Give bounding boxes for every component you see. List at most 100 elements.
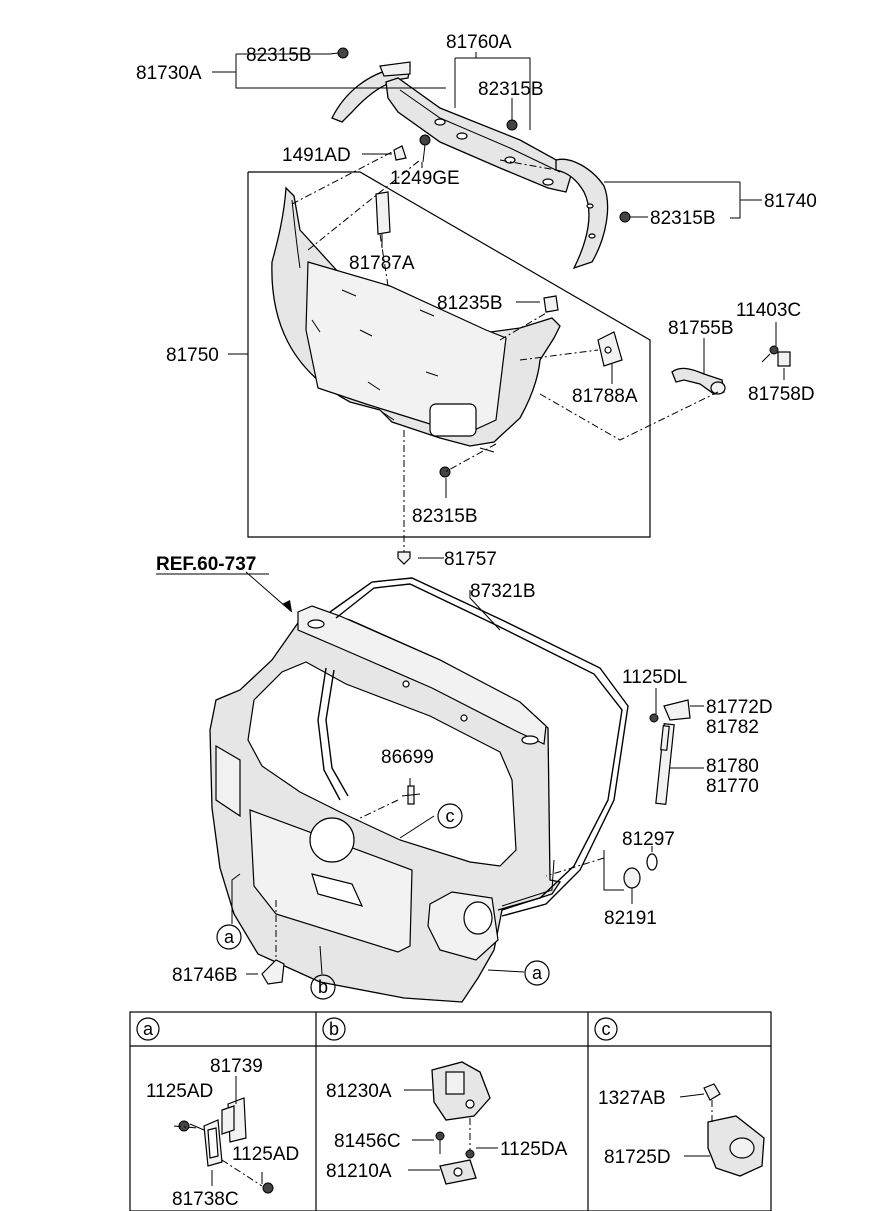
dashline-upper-1 — [291, 151, 393, 205]
label-81755B: 81755B — [668, 318, 734, 339]
label-82315B-lower: 82315B — [412, 506, 478, 527]
section-header-a: a — [136, 1017, 160, 1041]
weatherstrip-87321B — [317, 577, 629, 917]
clip-82315B-top — [337, 47, 349, 59]
svg-text:a: a — [143, 1019, 154, 1039]
arrow-ref — [282, 600, 292, 612]
clip-82315B-upper — [506, 119, 518, 131]
label-82191: 82191 — [604, 908, 657, 929]
svg-text:b: b — [318, 977, 328, 997]
label-11403C: 11403C — [736, 300, 801, 321]
bolt-1125AD-lower — [262, 1182, 274, 1194]
dashline-upper-5 — [519, 349, 599, 361]
label-81760A: 81760A — [446, 32, 512, 53]
label-81739: 81739 — [210, 1056, 263, 1077]
section-b-leaders — [404, 1089, 498, 1171]
stud-86699 — [401, 785, 421, 805]
section-c-leaders — [679, 1093, 713, 1157]
section-a-leaders — [173, 1076, 263, 1187]
label-81746B: 81746B — [172, 965, 238, 986]
section-header-c: c — [594, 1017, 618, 1041]
label-81788A: 81788A — [572, 386, 638, 407]
label-1125DL: 1125DL — [622, 667, 687, 688]
label-82315B-right: 82315B — [650, 208, 716, 229]
svg-text:a: a — [224, 927, 235, 947]
hinge-81738C — [203, 1119, 223, 1167]
section-header-b: b — [322, 1017, 346, 1041]
cover-81788A — [597, 331, 623, 367]
label-81780: 81780 — [706, 756, 759, 777]
label-82315B-top: 82315B — [246, 45, 312, 66]
bumper-81725D — [707, 1115, 765, 1177]
latch-81230A — [431, 1061, 491, 1121]
callout-a-right: a — [524, 960, 550, 986]
dashline-upper-9 — [444, 443, 497, 473]
label-81210A: 81210A — [326, 1161, 392, 1182]
nut-1327AB — [703, 1083, 721, 1101]
clip-82315B-right — [619, 211, 631, 223]
svg-text:a: a — [532, 963, 543, 983]
callout-b: b — [310, 974, 336, 1000]
part-labels: 82315B 81730A 81760A 82315B 1491AD 1249G… — [136, 32, 817, 986]
clip-81757 — [397, 551, 411, 565]
screw-81456C — [435, 1131, 445, 1154]
bracket-81787A — [375, 191, 391, 235]
dashline-upper-8 — [499, 159, 557, 171]
detail-table: a b c 81739 1125AD 11 — [129, 1011, 772, 1211]
dashline-upper-3 — [379, 233, 389, 287]
dashline-upper-4 — [499, 311, 549, 341]
dashline-upper-2 — [307, 159, 421, 251]
bracket-81235B — [543, 295, 559, 313]
label-81230A: 81230A — [326, 1081, 392, 1102]
upper-garnish-81760A — [385, 77, 573, 193]
label-1249GE: 1249GE — [390, 168, 460, 189]
bolt-1125AD-upper — [178, 1120, 190, 1132]
label-86699: 86699 — [381, 747, 434, 768]
label-81757: 81757 — [444, 549, 497, 570]
svg-text:c: c — [446, 806, 455, 826]
label-81738C: 81738C — [172, 1189, 239, 1210]
label-1327AB: 1327AB — [598, 1088, 666, 1109]
handle-81755B — [671, 367, 726, 395]
plug-81297 — [646, 853, 658, 871]
label-81750: 81750 — [166, 345, 219, 366]
clip-82315B-lower — [439, 466, 451, 478]
label-87321B: 87321B — [470, 581, 536, 602]
tailgate-panel — [209, 605, 562, 1003]
label-ref: REF.60-737 — [156, 554, 256, 575]
dashline-lower-2 — [545, 857, 605, 877]
label-1125AD-lower: 1125AD — [232, 1144, 299, 1165]
label-81772D: 81772D — [706, 697, 773, 718]
gas-lifter-81780 — [655, 723, 675, 805]
clip-81746B — [261, 959, 285, 985]
tailgate-trim-81750 — [271, 186, 561, 453]
right-garnish-81740 — [555, 158, 609, 270]
label-81770: 81770 — [706, 776, 759, 797]
bumper-82191 — [623, 867, 641, 889]
label-82315B-upper: 82315B — [478, 79, 544, 100]
label-1125DA: 1125DA — [500, 1139, 568, 1160]
svg-text:c: c — [602, 1019, 611, 1039]
label-81730A: 81730A — [136, 63, 202, 84]
label-81758D: 81758D — [748, 384, 815, 405]
screw-1249GE — [419, 134, 431, 163]
bracket-81772D — [663, 699, 691, 721]
label-1125AD-upper: 1125AD — [146, 1081, 213, 1102]
svg-text:b: b — [329, 1019, 339, 1039]
label-81787A: 81787A — [349, 253, 415, 274]
label-1491AD: 1491AD — [282, 145, 351, 166]
label-81235B: 81235B — [437, 293, 503, 314]
label-81740: 81740 — [764, 191, 817, 212]
label-81297: 81297 — [622, 829, 675, 850]
dashline-upper-6 — [539, 391, 719, 441]
trim-group-outline — [247, 171, 651, 538]
bolt-1125DL — [649, 713, 659, 723]
upper-leader-lines — [212, 52, 785, 559]
callout-c: c — [437, 803, 463, 829]
striker-81210A — [439, 1159, 477, 1185]
bolt-1125DA — [465, 1149, 475, 1159]
callout-a-left: a — [216, 924, 242, 950]
clip-1491AD — [393, 145, 407, 161]
label-81456C: 81456C — [334, 1131, 401, 1152]
